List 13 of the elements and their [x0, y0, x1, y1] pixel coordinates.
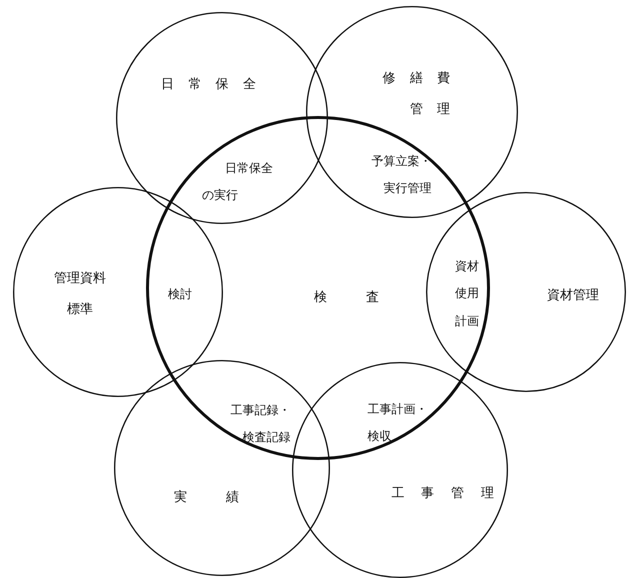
area-label: 予算立案・実行管理: [370, 152, 432, 198]
area-label: 資材使用計画: [454, 258, 480, 330]
area-label: 日常保全の実行: [202, 160, 274, 204]
circle-label: 修繕費管理: [381, 70, 464, 120]
circle-label: 日常保全: [160, 76, 272, 94]
circle-label: 管理資料標準: [52, 270, 107, 320]
area-label: 検討: [167, 286, 193, 303]
area-label: 工事計画・検収: [368, 400, 428, 446]
area-label: 工事記録・検査記録: [229, 402, 290, 446]
circle-label: 検査: [313, 288, 419, 306]
circle-label: 工事管理: [390, 484, 512, 502]
circle-label: 資材管理: [546, 286, 600, 304]
circle-label: 実績: [173, 488, 279, 506]
